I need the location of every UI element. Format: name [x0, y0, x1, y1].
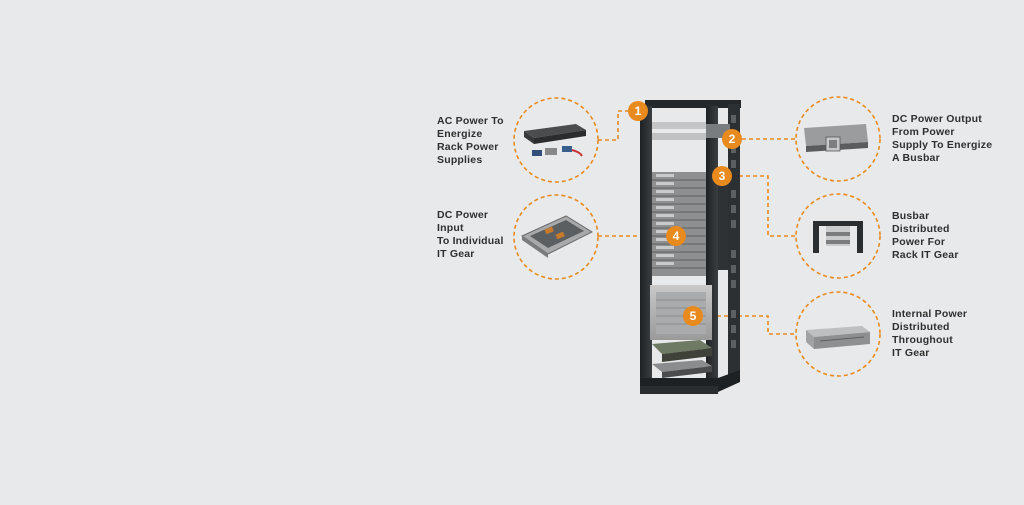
callout-label-4-line-2: Input [437, 222, 464, 234]
callout-label-3-line-1: Busbar [892, 210, 930, 222]
badge-1-circle [628, 101, 648, 121]
badge-5: 5 [689, 309, 697, 323]
badge-2: 2 [728, 132, 736, 146]
callout-label-1-line-3: Rack Power [437, 141, 499, 153]
callout-label-5-line-3: Throughout [892, 334, 953, 346]
server-stack [652, 172, 706, 276]
badge-5-circle [683, 306, 703, 326]
callout-label-4-line-3: To Individual [437, 235, 504, 247]
badge-4-circle [666, 226, 686, 246]
leader-line-5 [703, 315, 794, 335]
callout-label-2-line-1: DC Power Output [892, 113, 982, 125]
callout-label-2: DC Power Output From Power Supply To Ene… [892, 113, 992, 165]
callout-label-4: DC Power Input To Individual IT Gear [437, 209, 504, 261]
server-unit-icon [806, 326, 870, 349]
callout-label-5-line-1: Internal Power [892, 308, 968, 320]
callout-label-1-line-1: AC Power To [437, 115, 504, 127]
badge-1: 1 [634, 104, 642, 118]
badge-3-circle [712, 166, 732, 186]
callout-label-5-line-4: IT Gear [892, 347, 930, 359]
callout-label-2-line-4: A Busbar [892, 152, 940, 164]
server-tray-icon [520, 215, 594, 258]
badge-4: 4 [672, 229, 680, 243]
badge-2-circle [722, 129, 742, 149]
callout-label-4-line-1: DC Power [437, 209, 489, 221]
power-supply-icon [524, 124, 586, 157]
callout-label-5-line-2: Distributed [892, 321, 950, 333]
callout-label-3: Busbar Distributed Power For Rack IT Gea… [892, 210, 959, 262]
busbar-icon [813, 221, 863, 253]
callout-label-3-line-3: Power For [892, 236, 946, 248]
callout-label-1: AC Power To Energize Rack Power Supplies [437, 115, 504, 167]
callout-label-1-line-4: Supplies [437, 154, 483, 166]
callout-label-5: Internal Power Distributed Throughout IT… [892, 308, 967, 360]
busbar-connector-icon [804, 124, 868, 152]
callout-label-1-line-2: Energize [437, 128, 483, 140]
callout-label-4-line-4: IT Gear [437, 248, 475, 260]
number-badges [628, 101, 742, 326]
callout-label-2-line-2: From Power [892, 126, 955, 138]
callout-label-3-line-4: Rack IT Gear [892, 249, 959, 261]
leader-line-1 [598, 110, 628, 141]
badge-3: 3 [718, 169, 726, 183]
callout-label-3-line-2: Distributed [892, 223, 950, 235]
leader-line-3 [732, 175, 802, 237]
callout-label-2-line-3: Supply To Energize [892, 139, 993, 151]
